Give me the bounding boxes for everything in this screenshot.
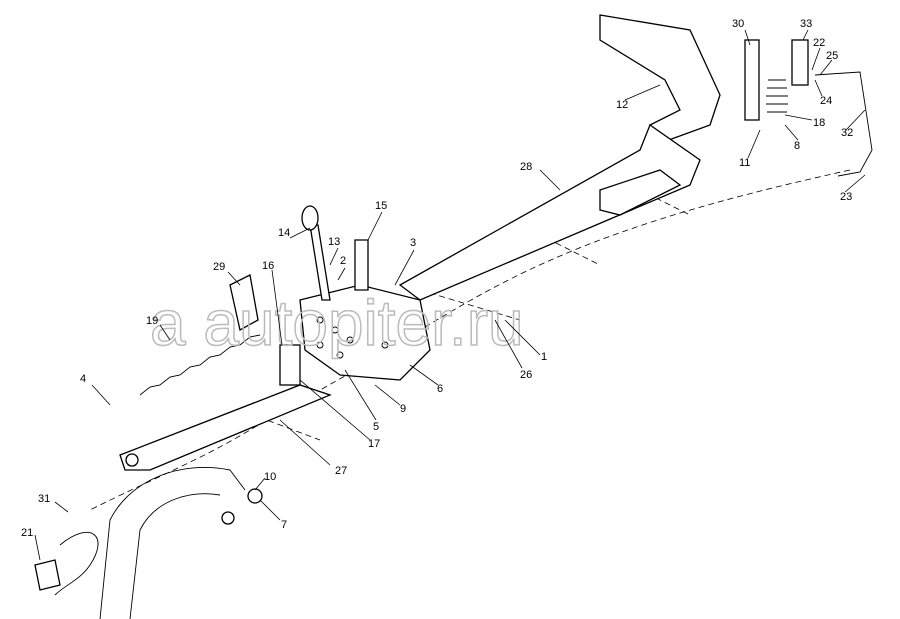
pin-ring — [301, 205, 319, 231]
callout-13: 13 — [328, 236, 340, 248]
callout-2: 2 — [340, 255, 346, 267]
cylinder — [791, 39, 809, 86]
callout-15: 15 — [375, 200, 387, 212]
callout-7: 7 — [281, 519, 287, 531]
plate-holes — [316, 316, 389, 359]
callout-17: 17 — [368, 438, 380, 450]
callout-22: 22 — [813, 37, 825, 49]
pivot-pin — [744, 39, 760, 121]
bushing — [279, 344, 301, 386]
callout-14: 14 — [278, 227, 290, 239]
callout-5: 5 — [373, 421, 379, 433]
hose-clamp — [54, 531, 99, 596]
callout-4: 4 — [80, 373, 86, 385]
callout-29: 29 — [213, 261, 225, 273]
callout-8: 8 — [794, 140, 800, 152]
callout-25: 25 — [826, 50, 838, 62]
callout-32: 32 — [841, 127, 853, 139]
callout-21: 21 — [21, 527, 33, 539]
coupler — [34, 559, 61, 591]
pin-tube — [354, 239, 369, 291]
watermark: a autopiter.ru — [150, 287, 524, 359]
callout-12: 12 — [616, 99, 628, 111]
callout-16: 16 — [262, 260, 274, 272]
hydraulic-line — [814, 71, 873, 177]
frame-outline — [99, 467, 246, 619]
callout-30: 30 — [732, 18, 744, 30]
nut — [221, 511, 235, 525]
leader-lines — [34, 29, 866, 561]
arm-hole — [125, 453, 139, 467]
assembly-line — [239, 179, 691, 441]
callout-3: 3 — [410, 237, 416, 249]
callout-27: 27 — [335, 465, 347, 477]
callout-31: 31 — [38, 493, 50, 505]
spring-bracket — [229, 274, 259, 331]
callout-9: 9 — [400, 403, 406, 415]
callout-33: 33 — [800, 18, 812, 30]
callout-10: 10 — [264, 471, 276, 483]
main-arm — [599, 14, 721, 146]
nut — [247, 488, 263, 504]
rubber-boot — [766, 79, 788, 113]
callout-26: 26 — [520, 369, 532, 381]
callout-23: 23 — [840, 191, 852, 203]
callout-28: 28 — [520, 161, 532, 173]
callout-18: 18 — [813, 117, 825, 129]
adjustment-plate — [299, 284, 431, 381]
callout-6: 6 — [437, 383, 443, 395]
spring — [139, 334, 261, 396]
callout-11: 11 — [739, 157, 750, 169]
arm-bracket — [599, 169, 682, 216]
callout-24: 24 — [820, 95, 832, 107]
arm-beam — [398, 123, 701, 301]
callout-1: 1 — [541, 351, 547, 363]
callout-labels: 30 33 22 25 24 18 8 32 11 12 28 23 15 14… — [21, 18, 853, 539]
callout-19: 19 — [146, 315, 158, 327]
lower-arm — [119, 384, 332, 471]
